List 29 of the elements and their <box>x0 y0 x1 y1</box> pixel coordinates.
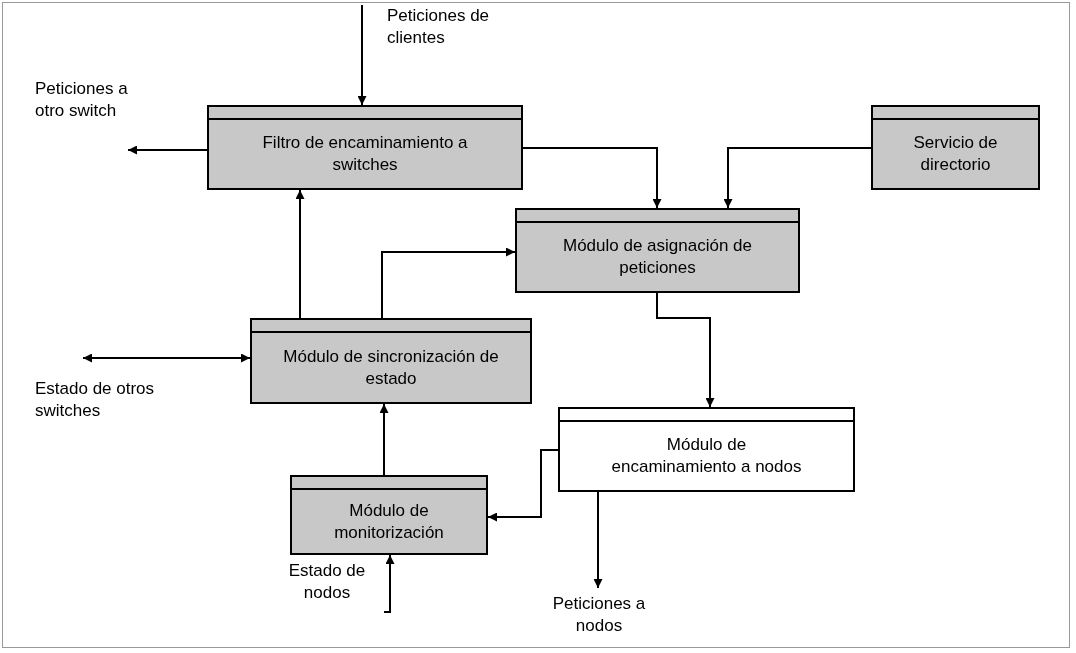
arrow <box>357 4 367 106</box>
module-label: Módulo de encaminamiento a nodos <box>610 434 803 478</box>
flow-label: Peticiones de clientes <box>387 5 491 49</box>
module-label: Filtro de encaminamiento a switches <box>261 132 469 176</box>
module-box <box>250 318 532 404</box>
arrow <box>383 554 395 613</box>
module-label: Módulo de sincronización de estado <box>282 345 500 390</box>
module-box <box>871 105 1040 190</box>
arrow <box>593 491 603 589</box>
arrow <box>522 147 662 209</box>
module-box <box>207 105 523 190</box>
flow-label: Estado de otros switches <box>35 378 156 422</box>
module-label: Módulo de monitorización <box>333 499 445 544</box>
flow-label: Peticiones a otro switch <box>35 78 129 122</box>
flow-label: Estado de nodos <box>287 560 367 604</box>
module-label: Módulo de asignación de peticiones <box>562 235 753 279</box>
module-label: Servicio de directorio <box>912 132 999 176</box>
module-box <box>290 475 488 555</box>
arrow <box>656 292 715 408</box>
module-box <box>515 208 800 293</box>
arrow <box>82 353 251 363</box>
arrow <box>487 449 559 522</box>
arrow <box>295 189 305 319</box>
module-box <box>558 407 855 492</box>
flow-label: Peticiones a nodos <box>551 593 647 637</box>
arrow <box>127 145 208 155</box>
arrow <box>381 247 516 319</box>
arrow <box>379 403 389 476</box>
arrow <box>723 147 872 209</box>
